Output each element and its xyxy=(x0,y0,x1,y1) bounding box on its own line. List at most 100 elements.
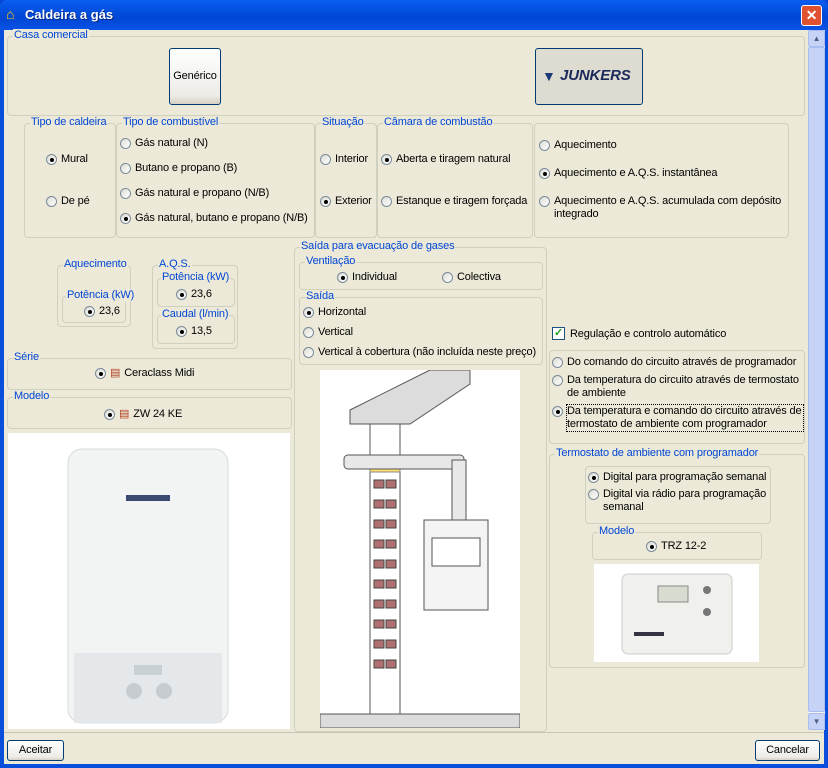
radio-aquecimento[interactable]: Aquecimento xyxy=(539,139,785,152)
scroll-down-icon[interactable]: ▼ xyxy=(808,713,825,730)
radio-estanque[interactable]: Estanque e tiragem forçada xyxy=(381,195,531,208)
radio-comando-programador[interactable]: Do comando do circuito através de progra… xyxy=(552,356,803,369)
aqs-caudal-group: Caudal (l/min) xyxy=(157,308,235,344)
brand-label: JUNKERS xyxy=(560,67,631,84)
radio-gas-natural-butano-propano[interactable]: Gás natural, butano e propano (N/B) xyxy=(120,212,313,225)
radio-aqs-potencia[interactable]: 23,6 xyxy=(176,288,212,301)
radio-label: De pé xyxy=(61,195,90,207)
boiler-image xyxy=(8,433,290,729)
radio-label: Gás natural (N) xyxy=(135,137,208,149)
radio-modelo[interactable]: ▤ZW 24 KE xyxy=(104,408,182,421)
regulacao-options-group xyxy=(549,350,805,444)
radio-de-pe[interactable]: De pé xyxy=(46,195,90,208)
termostato-options-group xyxy=(585,466,771,524)
group-legend: Tipo de combustível xyxy=(122,116,220,129)
house-icon: ⌂ xyxy=(6,6,15,22)
radio-serie[interactable]: ▤Ceraclass Midi xyxy=(95,367,194,380)
flue-illustration xyxy=(319,369,521,729)
title-bar[interactable]: ⌂ Caldeira a gás ✕ xyxy=(0,0,828,30)
radio-label: Butano e propano (B) xyxy=(135,162,238,174)
camara-group: Câmara de combustão xyxy=(377,116,533,238)
accept-button[interactable]: Aceitar xyxy=(7,740,64,761)
radio-colectiva[interactable]: Colectiva xyxy=(442,271,501,284)
radio-label: Digital via rádio para programação seman… xyxy=(603,488,767,513)
saida-group: Saída xyxy=(299,290,543,365)
radio-temperatura-comando-termostato-programador[interactable]: Da temperatura e comando do circuito atr… xyxy=(552,404,804,432)
radio-gas-natural[interactable]: Gás natural (N) xyxy=(120,137,313,150)
group-legend: Saída xyxy=(305,290,335,303)
radio-label: Mural xyxy=(61,153,88,165)
group-legend: Potência (kW) xyxy=(66,289,136,302)
radio-mural[interactable]: Mural xyxy=(46,153,88,166)
regulacao-options-list: Do comando do circuito através de progra… xyxy=(552,356,804,432)
radio-label: Ceraclass Midi xyxy=(124,367,195,379)
saida-gases-group: Saída para evacuação de gases xyxy=(294,240,547,732)
radio-label: Horizontal xyxy=(318,306,367,318)
generic-brand-button[interactable]: Genérico xyxy=(169,48,221,105)
radio-label: Colectiva xyxy=(457,271,501,283)
radio-digital-radio[interactable]: Digital via rádio para programação seman… xyxy=(588,488,769,514)
group-legend: Saída para evacuação de gases xyxy=(300,240,456,253)
radio-interior[interactable]: Interior xyxy=(320,153,368,166)
radio-aquecimento-aqs-instantanea[interactable]: Aquecimento e A.Q.S. instantânea xyxy=(539,167,785,180)
radio-gas-natural-propano[interactable]: Gás natural e propano (N/B) xyxy=(120,187,313,200)
radio-temperatura-termostato[interactable]: Da temperatura do circuito através de te… xyxy=(552,374,803,400)
radio-horizontal[interactable]: Horizontal xyxy=(303,306,366,319)
regulacao-label: Regulação e controlo automático xyxy=(570,328,727,340)
radio-label: Do comando do circuito através de progra… xyxy=(567,356,797,368)
vertical-scrollbar[interactable]: ▲ ▼ xyxy=(808,30,825,730)
radio-exterior[interactable]: Exterior xyxy=(320,195,372,208)
termostato-options-list: Digital para programação semanal Digital… xyxy=(588,471,769,514)
termostato-modelo-group: Modelo xyxy=(592,525,762,560)
group-legend: Série xyxy=(13,351,40,364)
group-legend: Modelo xyxy=(13,390,51,403)
radio-label: 23,6 xyxy=(191,288,212,300)
radio-butano-propano[interactable]: Butano e propano (B) xyxy=(120,162,313,175)
radio-label: Exterior xyxy=(335,195,372,207)
aquecimento-potencia-group: Potência (kW) xyxy=(62,289,136,323)
radio-label: Aquecimento e A.Q.S. instantânea xyxy=(554,167,718,179)
flue-diagram-image xyxy=(319,369,521,729)
radio-label: Aberta e tiragem natural xyxy=(396,153,511,165)
radio-label: TRZ 12-2 xyxy=(661,540,707,552)
radio-label: Interior xyxy=(335,153,369,165)
radio-label: Vertical à cobertura (não incluída neste… xyxy=(318,346,536,358)
group-legend: Potência (kW) xyxy=(161,271,231,284)
termostato-group: Termostato de ambiente com programador xyxy=(549,447,805,668)
client-area: Casa comercial Genérico ▼ JUNKERS Tipo d… xyxy=(4,29,825,764)
combustivel-group: Tipo de combustível xyxy=(116,116,315,238)
group-legend: Caudal (l/min) xyxy=(161,308,230,321)
radio-label: Aquecimento xyxy=(554,139,617,151)
radio-digital-semanal[interactable]: Digital para programação semanal xyxy=(588,471,769,484)
cancel-button[interactable]: Cancelar xyxy=(755,740,820,761)
junkers-brand-button[interactable]: ▼ JUNKERS xyxy=(535,48,643,105)
radio-aqs-caudal[interactable]: 13,5 xyxy=(176,325,212,338)
radio-label: Digital para programação semanal xyxy=(603,471,767,483)
catalog-icon: ▤ xyxy=(110,367,121,379)
close-button[interactable]: ✕ xyxy=(801,5,822,26)
radio-label: 23,6 xyxy=(99,305,120,317)
radio-label: Individual xyxy=(352,271,397,283)
casa-comercial-group: Casa comercial xyxy=(7,29,805,116)
group-legend: Tipo de caldeira xyxy=(30,116,108,129)
regulacao-checkbox[interactable]: ✓ xyxy=(552,327,565,340)
junkers-logo-icon: ▼ xyxy=(542,68,556,84)
scroll-thumb[interactable] xyxy=(808,47,825,712)
radio-aquecimento-aqs-acumulada[interactable]: Aquecimento e A.Q.S. acumulada com depós… xyxy=(539,195,785,221)
serie-group: Série xyxy=(7,351,292,390)
radio-aquecimento-potencia[interactable]: 23,6 xyxy=(84,305,120,318)
radio-vertical[interactable]: Vertical xyxy=(303,326,353,339)
aqs-group: A.Q.S. xyxy=(152,258,238,349)
scroll-up-icon[interactable]: ▲ xyxy=(808,30,825,47)
group-legend: Câmara de combustão xyxy=(383,116,494,129)
ventilacao-group: Ventilação xyxy=(299,255,543,290)
radio-vertical-cobertura[interactable]: Vertical à cobertura (não incluída neste… xyxy=(303,346,536,359)
radio-trz[interactable]: TRZ 12-2 xyxy=(646,540,706,553)
thermostat-image xyxy=(594,564,759,662)
boiler-illustration xyxy=(67,448,229,724)
situacao-group: Situação xyxy=(315,116,377,238)
modelo-group: Modelo xyxy=(7,390,292,429)
radio-individual[interactable]: Individual xyxy=(337,271,397,284)
radio-aberta[interactable]: Aberta e tiragem natural xyxy=(381,153,531,166)
group-legend: Termostato de ambiente com programador xyxy=(555,447,760,460)
